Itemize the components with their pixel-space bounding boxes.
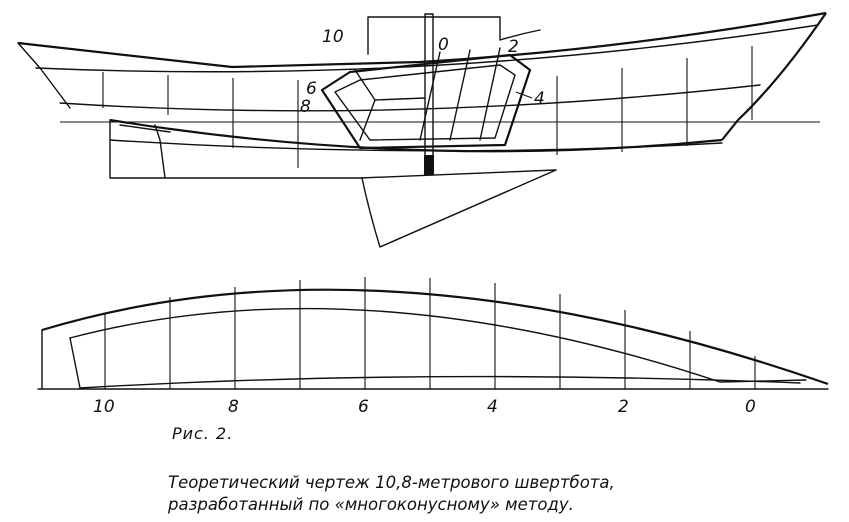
centreboard — [361, 169, 557, 248]
plan-deck-outline — [41, 288, 829, 386]
profile-label-10: 10 — [322, 27, 344, 47]
plan-transom — [41, 329, 81, 390]
keel-base — [359, 169, 557, 179]
profile-stations — [102, 46, 753, 168]
section-line-c — [419, 47, 501, 141]
plan-bottom-outline — [79, 375, 801, 389]
plan-label-10: 10 — [93, 397, 115, 417]
plan-label-4: 4 — [487, 397, 498, 417]
plan-chine-outline — [69, 307, 807, 383]
section-outline — [320, 53, 532, 150]
plan-label-0: 0 — [745, 397, 756, 417]
chine-line-upper — [35, 24, 819, 73]
plan-label-6: 6 — [358, 397, 369, 417]
profile-label-0: 0 — [438, 35, 449, 55]
hull-plan-view: 10 8 6 4 2 0 — [37, 277, 829, 417]
profile-label-8: 8 — [300, 97, 311, 117]
hull-profile-view: 10 0 2 6 8 4 — [17, 11, 827, 248]
sheer-line — [17, 11, 827, 69]
section-line-b — [359, 99, 376, 141]
transom — [17, 42, 71, 109]
section-inner — [334, 64, 516, 141]
plan-stations — [104, 277, 756, 389]
chine-line-middle — [59, 84, 761, 112]
cabin-top — [367, 16, 541, 55]
label-leader-4 — [515, 91, 533, 99]
profile-label-2: 2 — [508, 37, 519, 57]
mast-step — [424, 155, 434, 175]
profile-label-4: 4 — [534, 89, 545, 109]
bottom-line — [109, 139, 723, 152]
figure-description-line-1: Теоретический чертеж 10,8-метрового швер… — [168, 473, 615, 492]
plan-label-8: 8 — [228, 397, 239, 417]
plan-label-2: 2 — [618, 397, 629, 417]
bow-stem — [721, 12, 827, 141]
figure-number: Рис. 2. — [172, 424, 234, 443]
aft-skeg — [109, 119, 361, 179]
figure-description-line-2: разработанный по «многоконусному» методу… — [168, 495, 574, 514]
figure-description: Теоретический чертеж 10,8-метрового швер… — [168, 472, 615, 516]
profile-label-6: 6 — [306, 79, 317, 99]
